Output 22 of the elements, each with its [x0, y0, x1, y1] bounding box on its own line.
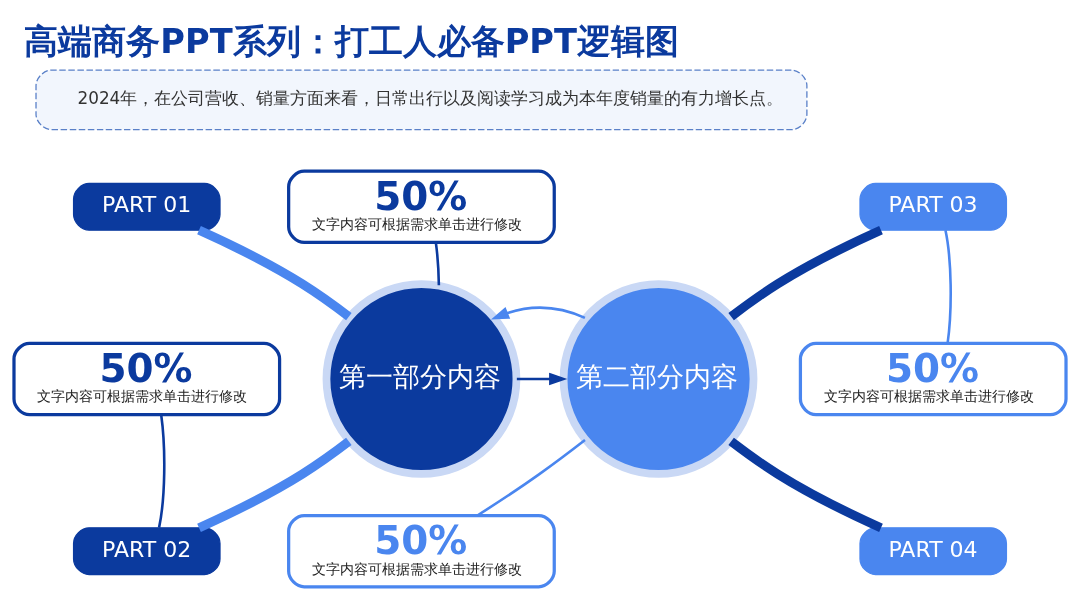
connector: [728, 225, 883, 320]
connector: [434, 242, 441, 285]
node-circle: 第二部分内容: [559, 279, 758, 478]
node-box: 50% 文字内容可根据需求单击进行修改: [798, 341, 1068, 416]
node-box: PART 03: [859, 182, 1008, 231]
connector: [728, 437, 883, 532]
node-box: PART 04: [859, 526, 1008, 575]
arrow: [490, 305, 586, 320]
node-box: 2024年，在公司营收、销量方面来看，日常出行以及阅读学习成为本年度销量的有力增长点。: [35, 68, 808, 130]
node-circle: 第一部分内容: [322, 279, 521, 478]
connector: [197, 225, 352, 320]
connector: [476, 438, 586, 517]
connector: [944, 229, 952, 343]
node-box: PART 02: [72, 526, 221, 575]
node-box: 50% 文字内容可根据需求单击进行修改: [287, 169, 556, 244]
diagram-title: 高端商务PPT系列：打工人必备PPT逻辑图: [24, 21, 680, 61]
connector: [197, 437, 352, 532]
node-box: 50% 文字内容可根据需求单击进行修改: [287, 513, 556, 588]
connector: [157, 414, 166, 528]
arrow: [516, 372, 568, 385]
node-box: 50% 文字内容可根据需求单击进行修改: [12, 341, 282, 416]
node-box: PART 01: [72, 182, 221, 231]
